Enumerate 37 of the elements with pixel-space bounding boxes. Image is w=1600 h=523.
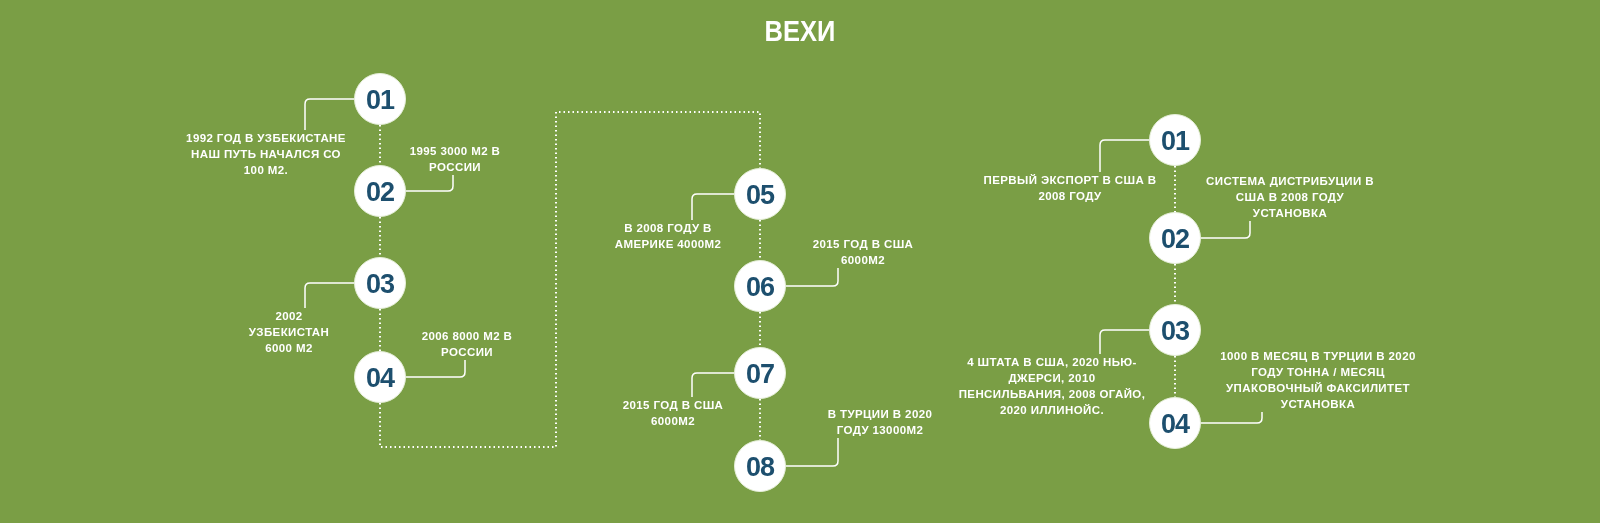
numbered-circle: 08 — [734, 440, 786, 492]
leader-line — [691, 193, 735, 221]
milestone-text: ПЕРВЫЙ ЭКСПОРТ В США В 2008 ГОДУ — [982, 172, 1158, 204]
leader-line — [691, 372, 735, 398]
leader-line — [1099, 329, 1150, 355]
numbered-circle: 02 — [354, 165, 406, 217]
title: ВЕХИ — [764, 14, 836, 48]
milestone-text: 2015 ГОД В США 6000М2 — [803, 236, 923, 268]
milestone-text: 1992 ГОД В УЗБЕКИСТАНЕ НАШ ПУТЬ НАЧАЛСЯ СО 100 М2. — [183, 130, 349, 178]
leader-line — [304, 282, 355, 309]
dotted-connector — [379, 111, 761, 448]
milestone-text: 2002 УЗБЕКИСТАН 6000 М2 — [239, 308, 339, 356]
numbered-circle: 04 — [354, 351, 406, 403]
numbered-circle: 04 — [1149, 397, 1201, 449]
milestone-text: В 2008 ГОДУ В АМЕРИКЕ 4000М2 — [605, 220, 731, 252]
dotted-connector — [379, 216, 381, 258]
dotted-connector — [759, 311, 761, 348]
dotted-connector — [759, 219, 761, 261]
numbered-circle: 03 — [354, 257, 406, 309]
dotted-connector — [1174, 263, 1176, 305]
numbered-circle: 06 — [734, 260, 786, 312]
leader-line — [1099, 139, 1150, 173]
numbered-circle: 02 — [1149, 212, 1201, 264]
dotted-connector — [379, 308, 381, 352]
milestone-text: 2006 8000 М2 В РОССИИ — [404, 328, 530, 360]
dotted-connector — [379, 124, 381, 166]
numbered-circle: 03 — [1149, 304, 1201, 356]
numbered-circle: 01 — [354, 73, 406, 125]
milestone-text: 4 ШТАТА В США, 2020 НЬЮ-ДЖЕРСИ, 2010 ПЕНСИЛЬВАНИЯ, 2008 ОГАЙО, 2020 ИЛЛИНОЙС. — [957, 354, 1147, 418]
milestone-text: 2015 ГОД В США 6000М2 — [610, 397, 736, 429]
milestone-text: 1000 В МЕСЯЦ В ТУРЦИИ В 2020 ГОДУ ТОННА / МЕСЯЦ УПАКОВОЧНЫЙ ФАКСИЛИТЕТ УСТАНОВКА — [1215, 348, 1421, 412]
numbered-circle: 07 — [734, 347, 786, 399]
leader-line — [304, 98, 355, 131]
milestone-text: В ТУРЦИИ В 2020 ГОДУ 13000М2 — [817, 406, 943, 438]
numbered-circle: 05 — [734, 168, 786, 220]
leader-line — [785, 437, 839, 467]
numbered-circle: 01 — [1149, 114, 1201, 166]
